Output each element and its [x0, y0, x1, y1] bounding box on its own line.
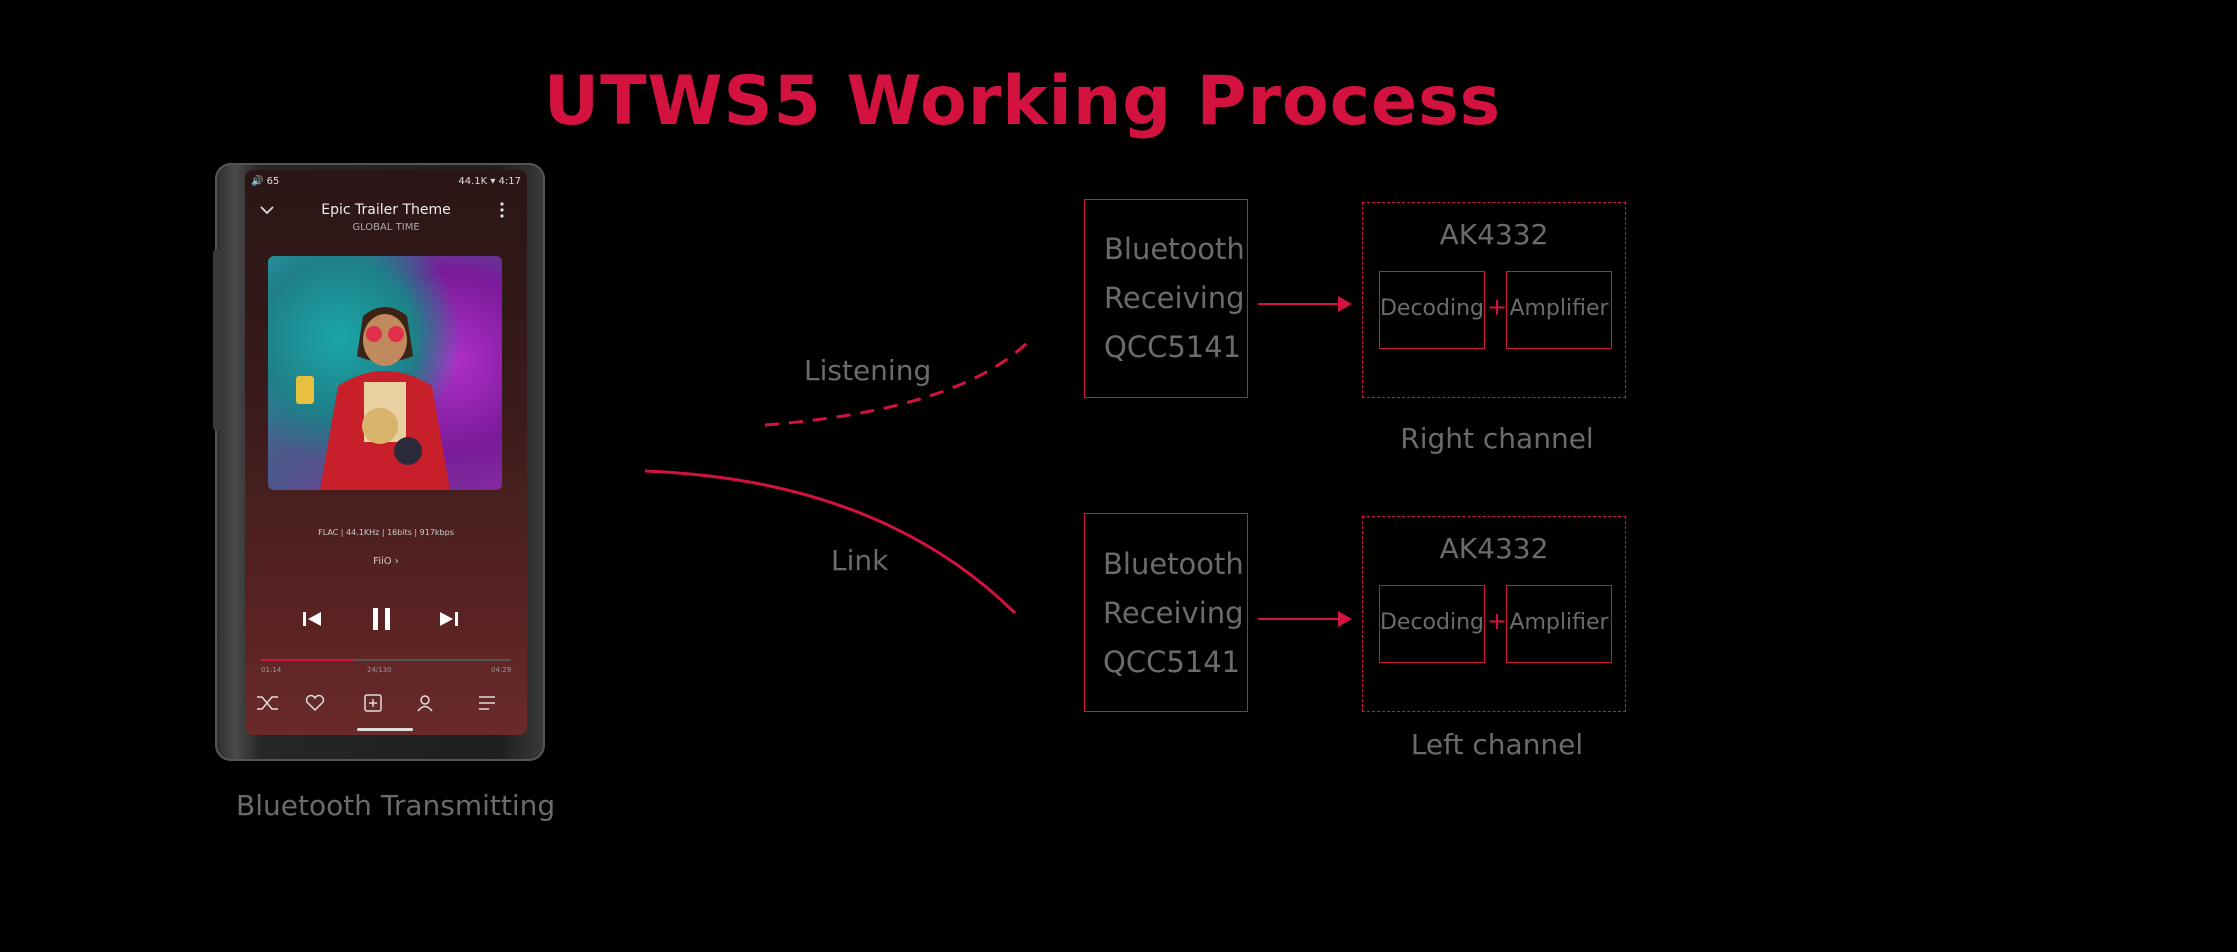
- left-receiver-line3: QCC5141: [1103, 645, 1241, 679]
- left-chip-box: [1362, 516, 1626, 712]
- track-title: Epic Trailer Theme: [321, 202, 451, 218]
- left-plus: +: [1487, 607, 1508, 635]
- next-icon[interactable]: [440, 612, 458, 626]
- album-art: [268, 256, 502, 490]
- brand-link[interactable]: FiiO ›: [373, 556, 399, 567]
- heart-icon[interactable]: [305, 694, 325, 712]
- left-amplifier-label: Amplifier: [1509, 610, 1609, 635]
- left-decoding-box: [1379, 585, 1485, 663]
- chevron-down-icon[interactable]: [257, 200, 277, 220]
- link-label: Link: [831, 544, 889, 577]
- device-side-buttons: [213, 250, 225, 430]
- right-receiver-line3: QCC5141: [1104, 330, 1242, 364]
- link-curve: [644, 469, 1017, 615]
- more-icon[interactable]: [497, 200, 507, 220]
- status-left: 🔊 65: [251, 176, 280, 187]
- status-right: 44.1K ▾ 4:17: [458, 176, 521, 187]
- progress-fill: [261, 659, 354, 661]
- right-chip-label: AK4332: [1439, 218, 1549, 251]
- right-amplifier-box: [1506, 271, 1612, 349]
- time-total: 04:29: [491, 666, 512, 674]
- arrow-right-icon: [1258, 296, 1352, 312]
- player-screen: 🔊 65 44.1K ▾ 4:17 Epic Trailer Theme GLO…: [245, 170, 527, 735]
- right-decoding-box: [1379, 271, 1485, 349]
- left-decoding-label: Decoding: [1379, 610, 1485, 635]
- add-icon[interactable]: [364, 694, 382, 712]
- progress-bar[interactable]: [261, 659, 511, 661]
- time-elapsed: 01:14: [261, 666, 282, 674]
- right-channel-caption: Right channel: [1400, 422, 1594, 455]
- right-amplifier-label: Amplifier: [1509, 296, 1609, 321]
- shuffle-icon[interactable]: [257, 696, 278, 710]
- bottom-toolbar: [257, 694, 495, 712]
- listening-label: Listening: [804, 354, 932, 387]
- status-bar: 🔊 65 44.1K ▾ 4:17: [251, 176, 521, 190]
- right-receiver-line2: Receiving: [1104, 281, 1245, 315]
- track-artist: GLOBAL TIME: [352, 222, 420, 233]
- listening-curve: [764, 338, 1032, 427]
- playback-controls: [303, 608, 458, 630]
- right-plus: +: [1487, 293, 1508, 321]
- right-receiver-line1: Bluetooth: [1104, 232, 1245, 266]
- playlist-icon[interactable]: [479, 696, 495, 710]
- right-decoding-label: Decoding: [1379, 296, 1485, 321]
- page-title: UTWS5 Working Process: [543, 62, 1502, 141]
- left-amplifier-box: [1506, 585, 1612, 663]
- audio-format-info: FLAC | 44.1KHz | 16bits | 917kbps: [318, 528, 454, 537]
- left-chip-label: AK4332: [1439, 532, 1549, 565]
- left-channel-caption: Left channel: [1410, 728, 1584, 761]
- right-receiver-box: [1084, 199, 1248, 398]
- arrow-right-icon: [1258, 611, 1352, 627]
- track-position: 24/130: [367, 666, 392, 674]
- left-receiver-line2: Receiving: [1103, 596, 1244, 630]
- previous-icon[interactable]: [303, 612, 321, 626]
- left-receiver-box: [1084, 513, 1248, 712]
- phone-caption: Bluetooth Transmitting: [236, 789, 556, 822]
- left-receiver-line1: Bluetooth: [1103, 547, 1244, 581]
- home-indicator: [357, 728, 413, 731]
- pause-icon[interactable]: [373, 608, 390, 630]
- right-chip-box: [1362, 202, 1626, 398]
- artist-icon[interactable]: [417, 695, 433, 712]
